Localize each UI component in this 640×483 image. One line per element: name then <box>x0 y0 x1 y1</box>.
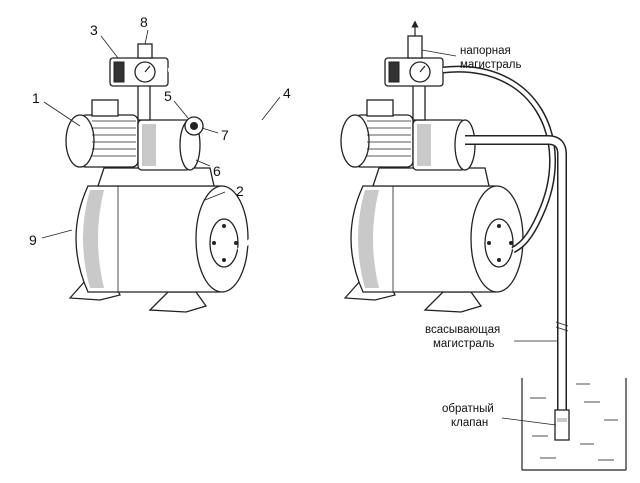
callout-2: 2 <box>236 183 244 199</box>
suction-pipe <box>465 135 569 412</box>
left-motor <box>65 99 139 168</box>
callout-8: 8 <box>140 14 148 30</box>
callout-4: 4 <box>283 85 291 101</box>
right-pressure-tank <box>350 185 524 293</box>
callout-3: 3 <box>90 22 98 38</box>
left-pressure-tank <box>75 185 249 293</box>
left-hose-inner <box>167 67 280 252</box>
right-hose-inner <box>442 67 555 252</box>
label-check-valve-2: клапан <box>451 417 488 429</box>
callout-7: 7 <box>221 127 229 143</box>
label-pressure-line-2: магистраль <box>460 59 521 71</box>
left-pump-station: 1 2 3 4 5 6 7 8 9 <box>29 14 291 313</box>
left-callout-lines <box>41 29 281 239</box>
callout-1: 1 <box>32 90 40 106</box>
left-pump-body <box>137 116 204 171</box>
check-valve <box>554 409 570 441</box>
pressure-line-leader <box>421 49 457 57</box>
callout-5: 5 <box>164 88 172 104</box>
right-pressure-switch <box>384 57 444 87</box>
left-pump-saddle <box>97 167 215 187</box>
label-suction-line-2: магистраль <box>433 338 494 350</box>
label-pressure-line-1: напорная <box>460 45 511 57</box>
right-pump-saddle <box>372 167 490 187</box>
pressure-outlet-pipe <box>407 20 423 59</box>
label-suction-line-1: всасывающая <box>425 324 500 336</box>
right-pump-station: напорная магистраль всасывающая магистра… <box>340 20 627 471</box>
right-riser-pipe <box>412 83 426 121</box>
check-valve-leader <box>501 417 557 426</box>
check-valve-band <box>557 418 567 422</box>
label-check-valve-1: обратный <box>442 403 494 415</box>
right-pump-body <box>412 119 476 171</box>
callout-9: 9 <box>29 232 37 248</box>
water-reservoir <box>521 378 627 471</box>
left-pressure-switch <box>109 43 169 87</box>
right-motor <box>340 99 414 168</box>
left-riser-pipe <box>137 83 151 121</box>
callout-6: 6 <box>213 163 221 179</box>
